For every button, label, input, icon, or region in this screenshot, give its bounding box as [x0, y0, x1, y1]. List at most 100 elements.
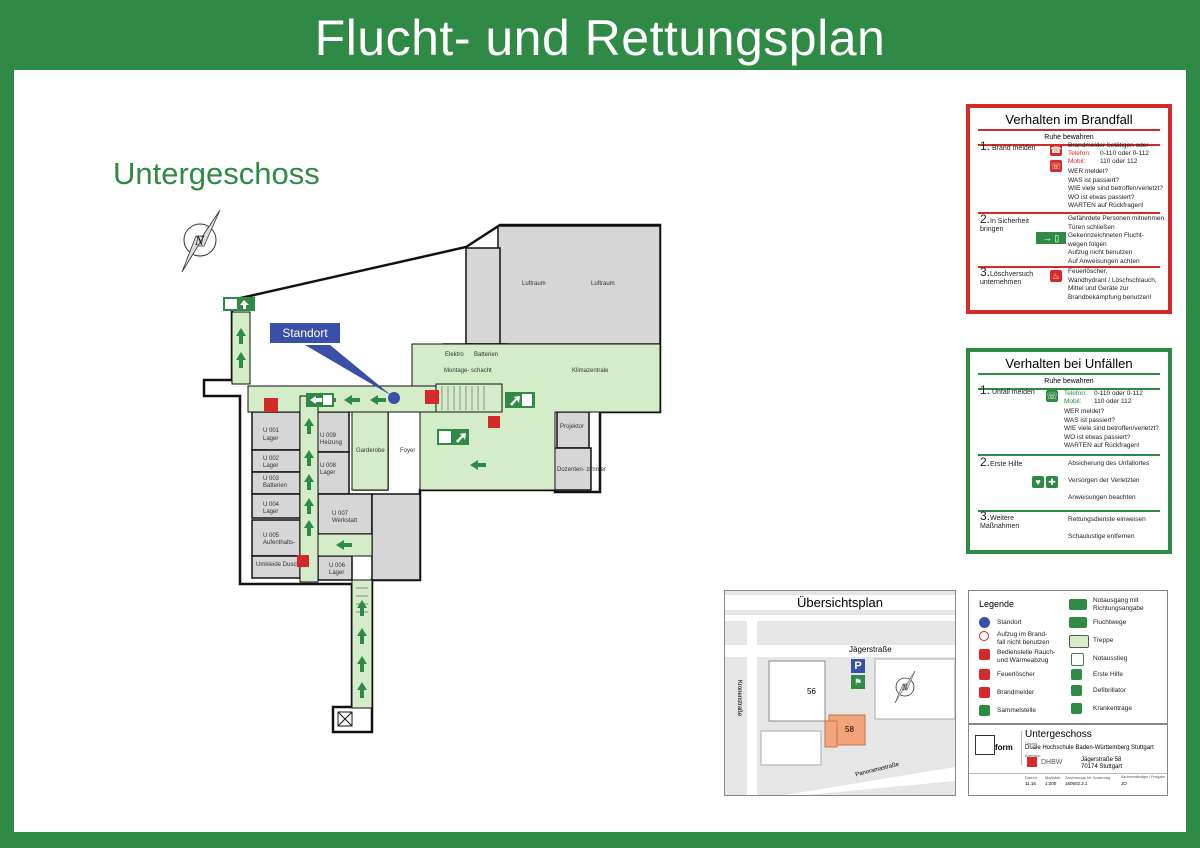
overview-heading: Übersichtsplan [725, 595, 955, 610]
arrow-up-icon [236, 352, 246, 368]
label-u005: U 005 [263, 533, 280, 539]
label-u004: U 004 [263, 502, 280, 508]
arrow-up-icon [357, 600, 367, 616]
titleblock-object-label: Objekt: [1025, 741, 1038, 746]
arrow-up-icon [236, 328, 246, 344]
first-aid-icon: ✚ [1046, 476, 1058, 488]
unfall-mob: 110 oder 112 [1094, 398, 1132, 405]
assembly-point-icon: ⚑ [851, 675, 865, 689]
street-kronenstrasse [747, 621, 757, 795]
brand-w-questions: WER meldet? WAS ist passiert? WIE viele … [1068, 168, 1163, 209]
plan-title: Flucht- und Rettungsplan [314, 10, 886, 66]
assembly-point-icon [979, 705, 990, 716]
divider [969, 773, 1167, 774]
unfall-step-2: 2.Erste Hilfe [980, 455, 1023, 469]
brandfall-heading: Verhalten im Brandfall [1005, 112, 1133, 127]
legend-right-2: Treppe [1093, 637, 1114, 644]
building-56 [768, 660, 826, 722]
stairs-icon [1069, 635, 1089, 648]
parking-label: P [854, 660, 862, 672]
arrow-left-icon [336, 540, 352, 550]
label-u002-sub: Lager [263, 463, 278, 469]
label-elektro: Elektro [445, 352, 464, 358]
label-u008: U 008 [320, 463, 337, 469]
label-garderobe: Garderobe [356, 448, 385, 454]
titleblock-address-label: Adresse: [1025, 753, 1041, 758]
legend-left-4: Brandmelder [997, 689, 1035, 696]
svg-text:N: N [901, 683, 908, 692]
label-u001-sub: Lager [263, 436, 278, 442]
titleblock-dhbw: DHBW [1041, 759, 1063, 766]
titleblock-object: Duale Hochschule Baden-Württemberg Stutt… [1025, 745, 1154, 751]
label-klimazentrale: Klimazentrale [572, 368, 609, 374]
arrow-up-icon [304, 474, 314, 490]
label-batterien-top: Batterien [474, 352, 498, 358]
titleblock-approved-label: Sachverständiger / Freigabe [1121, 775, 1165, 779]
brand-mob-label: Mobil: [1068, 158, 1086, 165]
legend-right-6: Krankentrage [1093, 705, 1133, 712]
label-u009-sub: Heizung [320, 440, 342, 446]
parking-icon: P [851, 659, 865, 673]
arrow-up-icon [357, 628, 367, 644]
fire-extinguisher-icon [979, 669, 990, 680]
unfall-w-questions: WER meldet? WAS ist passiert? WIE viele … [1064, 408, 1159, 449]
standort-dot-icon [388, 392, 400, 404]
no-elevator-icon [979, 631, 989, 641]
label-u008-sub: Lager [320, 470, 335, 476]
label-u007: U 007 [332, 511, 349, 517]
shaft-left [465, 247, 501, 345]
label-foyer: Foyer [400, 448, 415, 454]
brand-step-1-text: Brandmelder betätigen oder [1068, 142, 1149, 149]
brand-step-3: 3.Löschversuch unternehmen [980, 265, 1034, 286]
arrow-up-icon [304, 498, 314, 514]
notausstieg-icon [337, 711, 353, 727]
legend-heading: Legende [979, 599, 1015, 609]
arrow-up-icon [357, 682, 367, 698]
divider [978, 212, 1160, 214]
room-labels: Luftraum Luftraum Elektro Batterien Mont… [256, 281, 615, 576]
route-stairs [435, 383, 503, 413]
fire-equipment [264, 390, 500, 567]
label-umkleide: Umkleide Dusche [256, 562, 304, 568]
divider [978, 510, 1160, 512]
label-u005-sub: Aufenthalts- [263, 540, 295, 546]
smoke-vent-icon [979, 649, 990, 660]
unfall-heading: Verhalten bei Unfällen [1005, 356, 1133, 371]
arrow-left-icon [470, 460, 486, 470]
titleblock-address1: Jägerstraße 58 [1081, 757, 1122, 763]
exit-sign-stairs [505, 392, 535, 408]
room-u009 [314, 411, 350, 453]
exit-sign-corridor [306, 393, 334, 407]
defibrillator-icon: ♥ [1032, 476, 1044, 488]
titleblock-drawing: 160602.2.1 [1065, 781, 1088, 786]
exit-sign-foyer [437, 429, 469, 445]
unfall-tel-label: Telefon: [1064, 390, 1087, 397]
titleblock-approved: JO [1121, 781, 1127, 786]
label-u002: U 002 [263, 456, 280, 462]
brandfall-sub: Ruhe bewahren [1044, 134, 1094, 141]
brand-step-2-text: Gefährdete Personen mitnehmen Türen schl… [1068, 215, 1165, 265]
emergency-exit-icon [1069, 599, 1087, 610]
label-u009: U 009 [320, 433, 337, 439]
titleblock-change-label: Änderung [1093, 775, 1111, 780]
titleblock-scale-label: Maßstab [1045, 775, 1061, 780]
unfall-tel: 0-110 oder 0-112 [1094, 390, 1143, 397]
arrow-left-icon [344, 395, 360, 405]
legend-left-3: Feuerlöscher [997, 671, 1035, 678]
legend-right-3: Notausstieg [1093, 655, 1128, 662]
divider [978, 454, 1160, 456]
divider [978, 266, 1160, 268]
titleblock-drawing-label: Zeichnungs-Nr. [1065, 775, 1093, 780]
defibrillator-icon [1071, 685, 1082, 696]
exit-sign-north [223, 297, 255, 311]
stretcher-icon [1071, 703, 1082, 714]
room-projektor [556, 411, 590, 449]
standort-text: Standort [282, 326, 328, 340]
unfall-sub: Ruhe bewahren [1044, 378, 1094, 385]
north-arrow-icon: N [894, 670, 916, 704]
label-luftraum-2: Luftraum [591, 281, 615, 287]
brand-step-1: 1. Brand melden [980, 139, 1036, 153]
label-u006-sub: Lager [329, 570, 344, 576]
label-montage: Montage- schacht [444, 368, 492, 374]
